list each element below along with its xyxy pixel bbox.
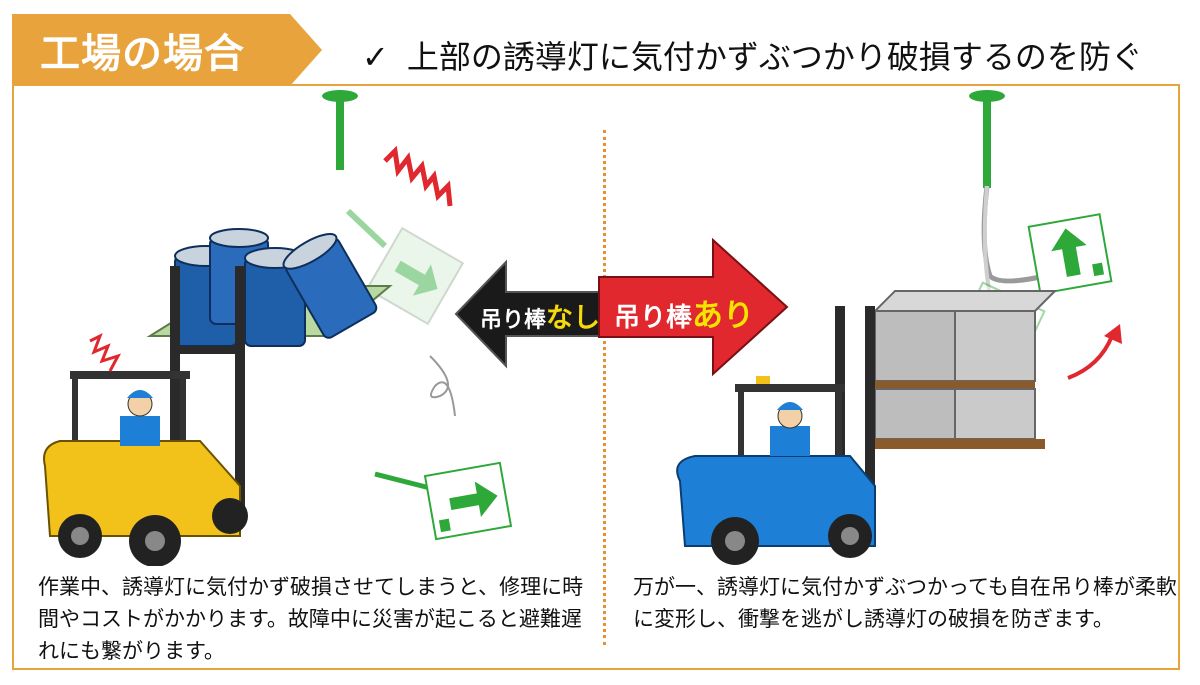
arrow-without-emphasis: なし: [546, 303, 601, 334]
arrow-without-prefix: 吊り棒: [480, 308, 547, 333]
forklift-blue: [676, 376, 876, 565]
page-title: 工場の場合: [40, 31, 245, 77]
impact-burst-icon: [383, 145, 453, 207]
headline: ✓ 上部の誘導灯に気付かずぶつかり破損するのを防ぐ: [362, 32, 1143, 78]
caption-left: 作業中、誘導灯に気付かず破損させてしまうと、修理に時間やコストがかかります。故障…: [38, 575, 584, 663]
arrow-with-label: 吊り棒あり: [614, 290, 754, 335]
caption-right: 万が一、誘導灯に気付かずぶつかっても自在吊り棒が柔軟に変形し、衝撃を逃がし誘導灯…: [633, 575, 1177, 631]
title-tab: [12, 14, 322, 86]
forklift-yellow: [43, 371, 248, 566]
exit-sign-icon: [1027, 213, 1113, 295]
left-illustration: [43, 90, 513, 566]
center-divider: [603, 130, 606, 645]
drums: [174, 228, 378, 347]
ceiling-mount-left: [322, 90, 358, 170]
ceiling-mount-right: [969, 90, 1005, 188]
exit-sign-icon: [365, 226, 465, 326]
fallen-exit-sign: [423, 461, 513, 541]
headline-text: 上部の誘導灯に気付かずぶつかり破損するのを防ぐ: [406, 38, 1143, 76]
arrow-with-emphasis: あり: [692, 298, 755, 334]
right-illustration: [676, 90, 1122, 565]
arrow-with-prefix: 吊り棒: [614, 303, 693, 333]
arrow-without-label: 吊り棒なし: [480, 296, 600, 335]
content-frame: [12, 84, 1180, 670]
check-icon: ✓: [362, 38, 389, 76]
cargo-boxes: [872, 290, 1058, 449]
arrow-with: [598, 237, 789, 377]
